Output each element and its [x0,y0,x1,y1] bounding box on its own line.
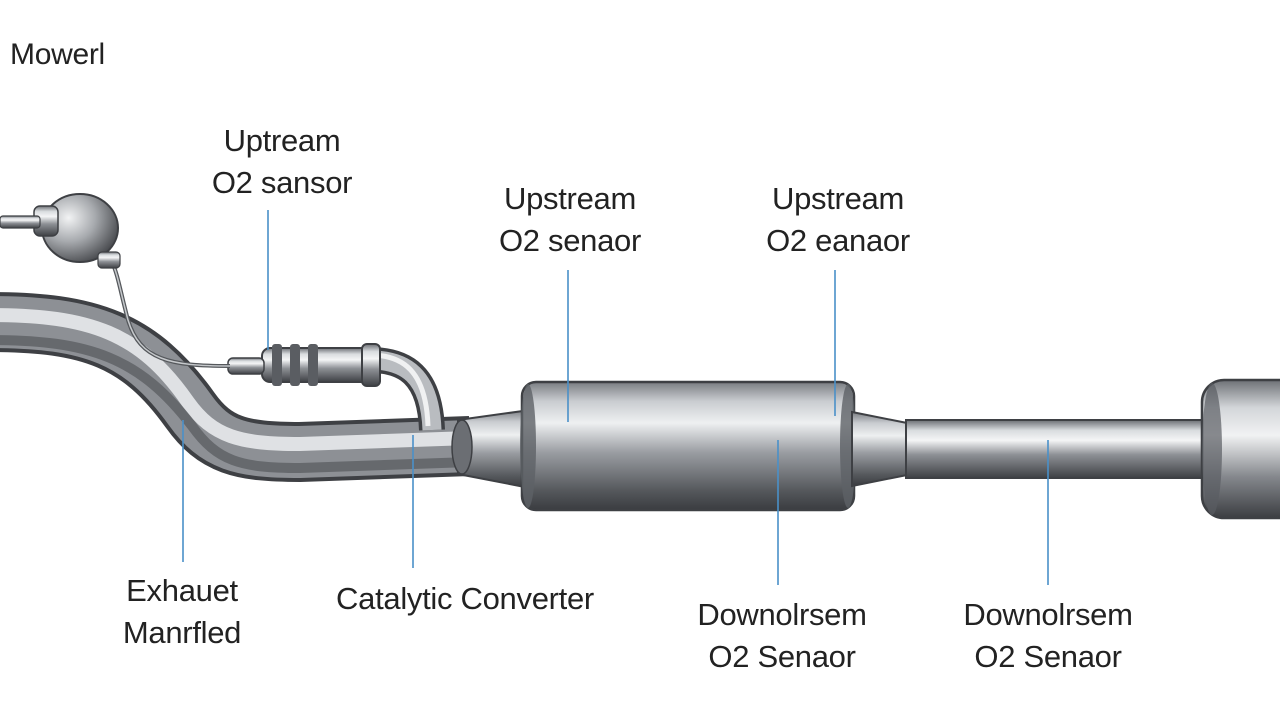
catalytic-converter-body [520,380,856,512]
converter-outlet-cone [851,410,913,488]
label-line: Downolrsem [697,597,867,632]
leader-lines [182,210,1049,585]
label-line: Uptream [223,123,341,158]
exhaust-manifold-pipe [0,292,472,483]
tail-pipe [905,419,1211,479]
label-catalytic-converter: Catalytic Converter [336,581,594,616]
label-line: Manrfled [122,615,242,650]
muffler-section [1200,378,1280,520]
label-upstream-o2-sensor-2: Upstream O2 senaor [470,178,670,262]
label-downstream-o2-sensor-2: Downolrsem O2 Senaor [938,594,1158,678]
label-line: O2 Senaor [708,639,856,674]
label-line: Downolrsem [963,597,1133,632]
converter-inlet-cone [451,408,531,490]
label-exhaust-manifold: Exhauet Manrfled [92,570,272,654]
label-downstream-o2-sensor-1: Downolrsem O2 Senaor [672,594,892,678]
label-line: O2 eanaor [766,223,910,258]
label-line: O2 sansor [211,165,353,200]
corner-label: Mowerl [10,38,105,71]
label-line: O2 senaor [498,223,642,258]
upstream-sensor-connector [227,343,381,387]
label-upstream-o2-sensor-1: Uptream O2 sansor [182,120,382,204]
label-line: Exhauet [126,573,238,608]
label-line: Upstream [504,181,636,216]
o2-sensor-head [0,193,121,269]
label-upstream-o2-sensor-3: Upstream O2 eanaor [738,178,938,262]
label-line: Upstream [772,181,904,216]
label-line: O2 Senaor [974,639,1122,674]
